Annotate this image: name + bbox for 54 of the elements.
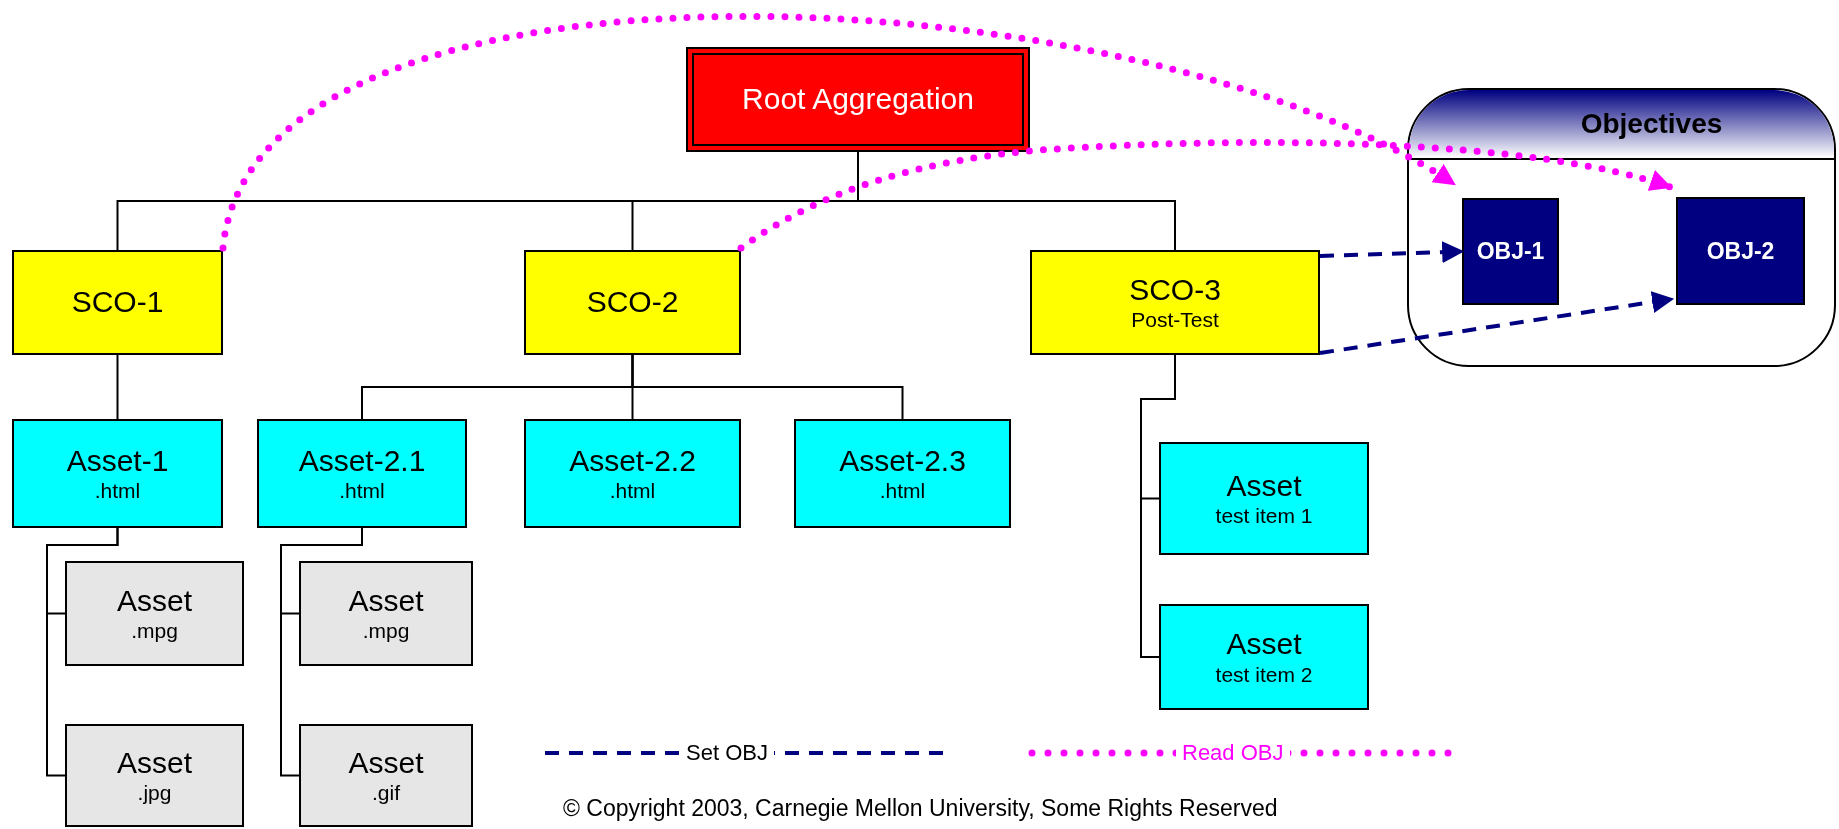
node-subtitle: .html bbox=[609, 478, 656, 504]
node-subtitle: .html bbox=[879, 478, 926, 504]
objective-box bbox=[1462, 198, 1559, 305]
node-title: Asset-2.3 bbox=[839, 443, 966, 479]
node-title: Asset bbox=[348, 583, 424, 619]
asset-box bbox=[1159, 442, 1369, 555]
connector-line bbox=[631, 354, 904, 420]
node-subtitle: .jpg bbox=[137, 780, 172, 806]
connector-line bbox=[1140, 354, 1176, 658]
node-title: SCO-1 bbox=[71, 285, 164, 320]
objective-box bbox=[1676, 197, 1805, 305]
node-title: SCO-2 bbox=[586, 285, 679, 320]
node-title: Asset bbox=[1226, 468, 1302, 504]
arrow bbox=[219, 13, 1458, 252]
node-title: Asset bbox=[348, 745, 424, 781]
sco-box bbox=[1030, 250, 1320, 355]
asset-box bbox=[12, 419, 223, 528]
arrow bbox=[737, 139, 1674, 252]
asset-box bbox=[257, 419, 467, 528]
node-subtitle: .html bbox=[339, 478, 385, 504]
asset-box bbox=[299, 561, 473, 666]
node-title: OBJ-2 bbox=[1706, 237, 1775, 265]
node-title: Asset-2.2 bbox=[569, 443, 696, 479]
sco-box bbox=[12, 250, 223, 355]
root-box bbox=[686, 47, 1030, 152]
arrow bbox=[1319, 291, 1675, 355]
sco-box bbox=[524, 250, 741, 355]
connector-line bbox=[280, 527, 363, 777]
node-subtitle: .gif bbox=[372, 780, 400, 806]
node-title: SCO-3 bbox=[1129, 272, 1221, 308]
node-subtitle: .mpg bbox=[131, 618, 178, 644]
node-title: Asset-2.1 bbox=[298, 443, 426, 479]
node-title: Asset bbox=[117, 583, 192, 619]
panel-title: Objectives bbox=[1580, 108, 1723, 140]
node-title: OBJ-1 bbox=[1476, 238, 1545, 265]
asset-box bbox=[794, 419, 1011, 528]
asset-box bbox=[1159, 604, 1369, 710]
node-title: Asset bbox=[117, 745, 192, 781]
node-subtitle: test item 1 bbox=[1215, 503, 1313, 529]
connector-line bbox=[46, 527, 119, 777]
asset-box bbox=[65, 724, 244, 827]
objectives-panel bbox=[1407, 88, 1836, 367]
node-subtitle: .mpg bbox=[362, 618, 410, 644]
asset-box bbox=[65, 561, 244, 666]
node-subtitle: Post-Test bbox=[1131, 307, 1219, 333]
node-title: Root Aggregation bbox=[742, 82, 974, 117]
node-title: Asset bbox=[1226, 627, 1302, 662]
node-subtitle: test item 2 bbox=[1215, 661, 1313, 687]
node-subtitle: .html bbox=[94, 478, 141, 504]
asset-box bbox=[524, 419, 741, 528]
node-title: Asset-1 bbox=[66, 443, 169, 479]
copyright-caption: © Copyright 2003, Carnegie Mellon University, Some Rights Reserved bbox=[563, 795, 1278, 822]
asset-box bbox=[299, 724, 473, 827]
connector-line bbox=[116, 354, 119, 420]
